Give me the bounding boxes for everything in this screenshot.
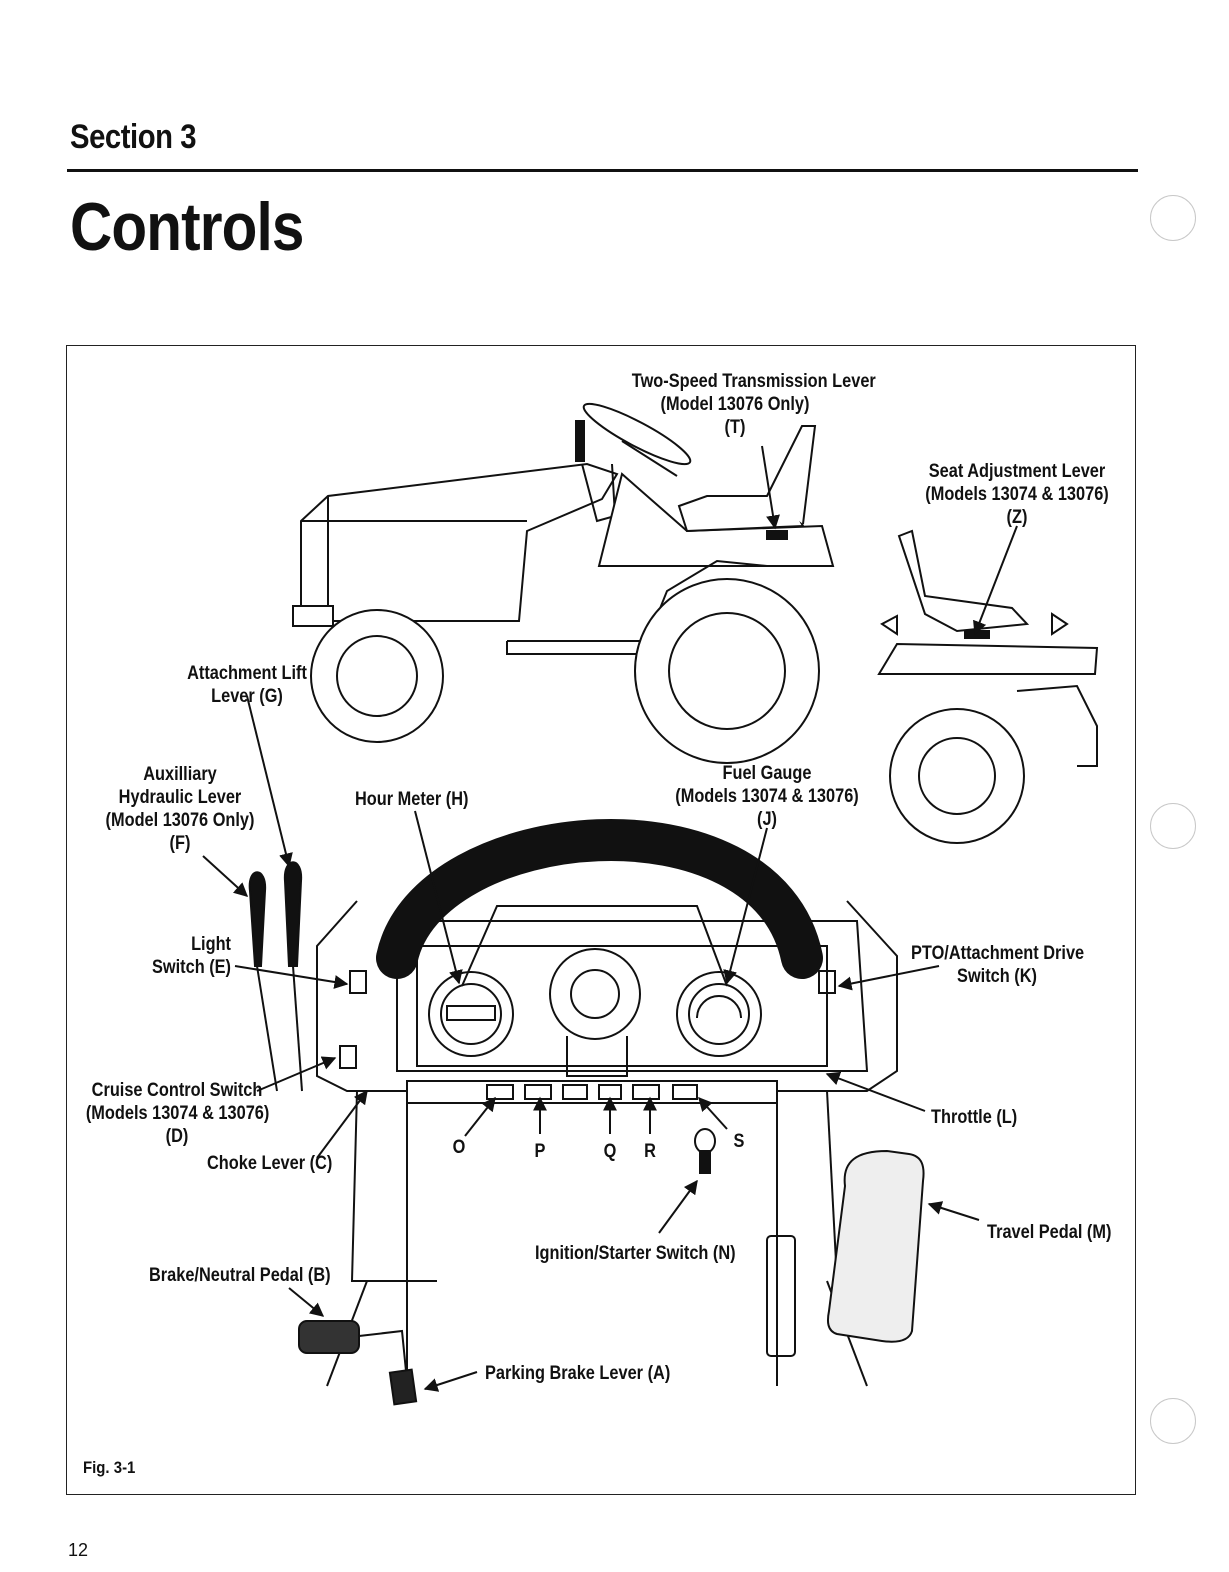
pedals — [298, 1128, 925, 1406]
arrow-o — [464, 1096, 496, 1137]
label-letter-p: P — [534, 1141, 546, 1162]
arrow-d — [256, 1056, 337, 1092]
arrow-n — [658, 1179, 698, 1234]
hydraulic-levers — [248, 861, 303, 1092]
arrow-t — [761, 445, 780, 530]
label-fuel-gauge: Fuel Gauge (Models 13074 & 13076) (J) — [675, 763, 859, 830]
arrow-k — [837, 965, 940, 991]
arrow-g — [246, 695, 293, 868]
leader-arrows — [202, 445, 1018, 1392]
arrow-c — [316, 1089, 368, 1159]
dashboard — [316, 900, 898, 1387]
page-number: 12 — [68, 1540, 89, 1560]
label-seat-adjustment: Seat Adjustment Lever (Models 13074 & 13… — [925, 461, 1109, 528]
tractor-side-view — [292, 402, 835, 764]
label-ignition: Ignition/Starter Switch (N) — [535, 1243, 736, 1264]
label-pto-switch: PTO/Attachment Drive Switch (K) — [911, 943, 1085, 987]
punch-hole-middle — [1150, 803, 1196, 849]
label-letter-q: Q — [603, 1141, 617, 1162]
seat-inset — [877, 529, 1099, 844]
punch-hole-top — [1150, 195, 1196, 241]
arrow-s — [698, 1096, 728, 1130]
page-title: Controls — [70, 189, 304, 265]
section-label: Section 3 — [70, 118, 197, 156]
label-travel-pedal: Travel Pedal (M) — [987, 1222, 1112, 1243]
label-light-switch: Light Switch (E) — [152, 934, 231, 978]
label-letter-o: O — [452, 1137, 466, 1158]
label-cruise-control: Cruise Control Switch (Models 13074 & 13… — [85, 1080, 270, 1147]
steering-wheel-rim — [376, 819, 823, 979]
arrow-b — [288, 1287, 325, 1317]
label-hour-meter: Hour Meter (H) — [355, 789, 469, 810]
label-parking-brake: Parking Brake Lever (A) — [485, 1363, 671, 1384]
arrow-m — [927, 1201, 980, 1221]
label-attachment-lift: Attachment Lift Lever (G) — [187, 663, 307, 707]
label-brake-pedal: Brake/Neutral Pedal (B) — [149, 1265, 331, 1286]
label-aux-hydraulic: Auxilliary Hydraulic Lever (Model 13076 … — [105, 764, 255, 854]
label-letter-s: S — [733, 1131, 745, 1152]
arrow-f — [202, 855, 249, 897]
header-rule — [67, 169, 1138, 172]
label-choke: Choke Lever (C) — [207, 1153, 333, 1174]
arrow-j — [723, 827, 768, 985]
punch-hole-bottom — [1150, 1398, 1196, 1444]
controls-illustration — [202, 402, 1099, 1406]
figure-caption: Fig. 3-1 — [83, 1458, 136, 1477]
label-two-speed-transmission: Two-Speed Transmission Lever (Model 1307… — [631, 371, 876, 438]
label-letter-r: R — [644, 1141, 656, 1162]
arrow-z — [973, 525, 1018, 636]
controls-figure: Two-Speed Transmission Lever (Model 1307… — [66, 345, 1136, 1495]
label-throttle: Throttle (L) — [931, 1107, 1018, 1128]
arrow-a — [423, 1371, 478, 1392]
arrow-l — [825, 1071, 926, 1112]
arrow-h — [414, 810, 463, 985]
arrow-e — [234, 965, 349, 989]
